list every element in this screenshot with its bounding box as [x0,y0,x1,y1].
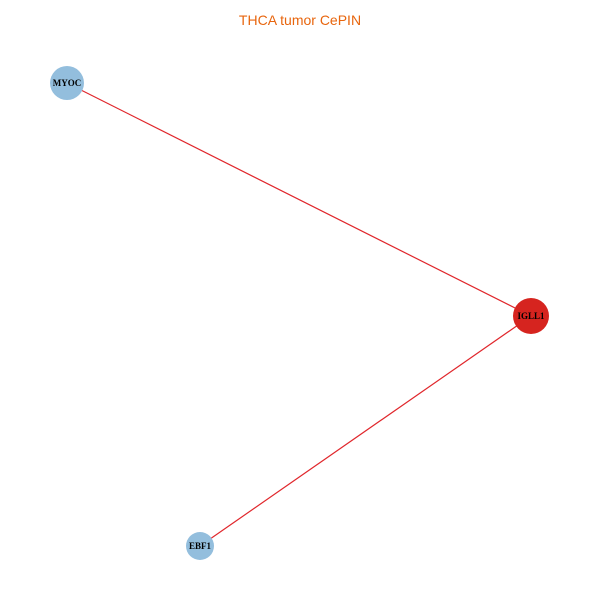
edge-MYOC-IGLL1 [66,82,532,317]
plot-title: THCA tumor CePIN [238,12,362,28]
node-circle-MYOC [50,66,84,100]
node-MYOC: MYOC [50,66,84,100]
edge-EBF1-IGLL1 [199,315,532,547]
node-label-MYOC: MYOC [53,78,82,88]
node-circle-IGLL1 [513,298,549,334]
node-label-EBF1: EBF1 [189,541,212,551]
node-EBF1: EBF1 [186,532,214,560]
node-circle-EBF1 [186,532,214,560]
node-label-IGLL1: IGLL1 [517,311,545,321]
node-IGLL1: IGLL1 [513,298,549,334]
